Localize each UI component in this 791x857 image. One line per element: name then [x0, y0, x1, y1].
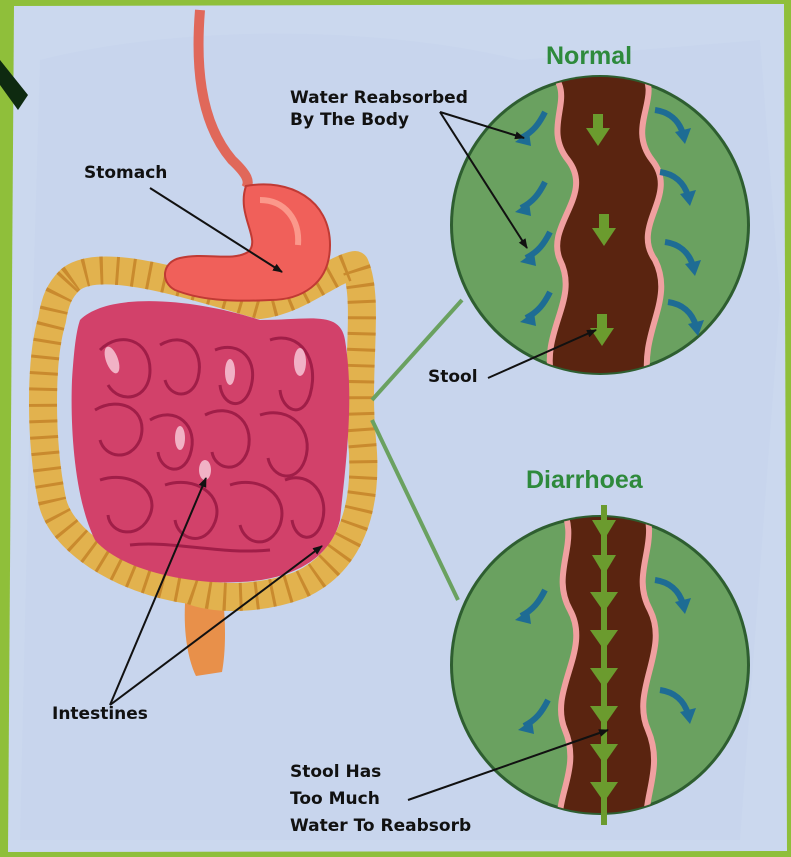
- stool-label: Stool: [428, 367, 478, 388]
- stool-too-much-label-line1: Stool Has: [290, 762, 381, 783]
- water-reabsorbed-label-line1: Water Reabsorbed: [290, 88, 468, 109]
- water-reabsorbed-label-line2: By The Body: [290, 110, 409, 131]
- diarrhoea-title: Diarrhoea: [526, 466, 643, 494]
- normal-title: Normal: [546, 42, 632, 70]
- stomach-label: Stomach: [84, 163, 167, 184]
- stool-too-much-label-line2: Too Much: [290, 789, 380, 810]
- stool-too-much-label-line3: Water To Reabsorb: [290, 816, 471, 837]
- intestines-label: Intestines: [52, 704, 148, 725]
